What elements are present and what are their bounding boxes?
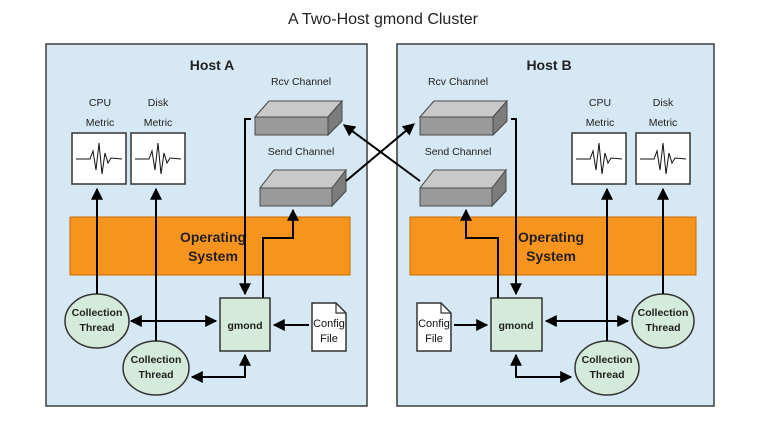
host-b-rcv-channel-label: Rcv Channel bbox=[428, 76, 488, 88]
host-b-collection-thread-1-label-2: Thread bbox=[645, 322, 680, 334]
host-a: Host A CPU Metric Disk Metric Rcv Channe… bbox=[45, 43, 368, 407]
host-a-send-channel-label: Send Channel bbox=[268, 146, 335, 158]
host-b-cpu-metric-label-2: Metric bbox=[586, 117, 615, 129]
host-b-disk-metric-label-2: Metric bbox=[649, 117, 678, 129]
host-a-config-file-label-1: Config bbox=[313, 318, 345, 330]
host-b-cpu-metric: CPU Metric bbox=[571, 97, 627, 185]
host-a-collection-thread-2 bbox=[122, 340, 190, 396]
host-a-edge-rcv-to-gmond bbox=[239, 118, 251, 296]
host-b-gmond-label: gmond bbox=[499, 320, 534, 332]
host-b-disk-metric: Disk Metric bbox=[635, 97, 691, 185]
host-b-os-label-2: System bbox=[526, 248, 576, 264]
host-b-edge-thread2-gmond bbox=[510, 353, 573, 383]
host-b-gmond bbox=[490, 297, 543, 352]
host-b-config-file-label-1: Config bbox=[418, 318, 450, 330]
host-b-cpu-waveform-icon bbox=[576, 142, 623, 175]
host-a-disk-metric-label-2: Metric bbox=[144, 117, 173, 129]
host-a-os-label-1: Operating bbox=[180, 229, 246, 245]
host-a-send-channel bbox=[258, 168, 348, 208]
host-a-title: Host A bbox=[190, 57, 235, 73]
host-b-collection-thread-2-label-1: Collection bbox=[582, 354, 633, 366]
host-a-collection-thread-1-label-2: Thread bbox=[79, 322, 114, 334]
host-b-collection-thread-2-label-2: Thread bbox=[589, 369, 624, 381]
host-b-operating-system bbox=[409, 216, 697, 276]
host-a-disk-metric-label-1: Disk bbox=[148, 97, 169, 109]
host-a-rcv-channel bbox=[253, 99, 344, 137]
host-b-os-label-1: Operating bbox=[518, 229, 584, 245]
host-b-edge-gmond-to-send bbox=[460, 208, 499, 298]
host-a-cpu-metric-label-2: Metric bbox=[86, 117, 115, 129]
host-a-config-file-label-2: File bbox=[320, 333, 338, 345]
host-a-config-file-icon bbox=[311, 302, 347, 352]
host-a-gmond bbox=[219, 297, 271, 352]
host-a-edge-thread2-gmond bbox=[190, 353, 251, 383]
host-a-collection-thread-2-label-1: Collection bbox=[131, 354, 182, 366]
host-a-disk-metric: Disk Metric bbox=[130, 97, 186, 185]
host-b-rcv-channel bbox=[418, 99, 509, 137]
host-b-send-channel-label: Send Channel bbox=[425, 146, 492, 158]
host-b-collection-thread-1-label-1: Collection bbox=[638, 307, 689, 319]
host-a-rcv-channel-label: Rcv Channel bbox=[271, 76, 331, 88]
host-a-os-label-2: System bbox=[188, 248, 238, 264]
diagram-title: A Two-Host gmond Cluster bbox=[288, 11, 479, 28]
host-b-edge-rcv-to-gmond bbox=[510, 118, 522, 296]
host-a-collection-thread-2-label-2: Thread bbox=[138, 369, 173, 381]
host-a-edge-gmond-to-send bbox=[262, 208, 299, 298]
host-a-cpu-metric-label-1: CPU bbox=[89, 97, 111, 109]
host-a-cpu-waveform-icon bbox=[76, 142, 123, 175]
host-b-config-file-label-2: File bbox=[425, 333, 443, 345]
host-b-title: Host B bbox=[526, 57, 571, 73]
host-b-collection-thread-2 bbox=[574, 340, 640, 396]
host-a-operating-system bbox=[69, 216, 351, 276]
edge-host-b-send-to-host-a-rcv bbox=[343, 124, 421, 182]
host-b-cpu-metric-label-1: CPU bbox=[589, 97, 611, 109]
host-a-gmond-label: gmond bbox=[228, 320, 263, 332]
host-b-collection-thread-1 bbox=[631, 293, 695, 349]
host-b-disk-waveform-icon bbox=[640, 142, 687, 175]
host-a-collection-thread-1 bbox=[64, 293, 130, 349]
host-b-send-channel bbox=[418, 168, 508, 208]
host-b: Host B Rcv Channel Send Channel CPU Metr… bbox=[396, 43, 715, 407]
host-b-config-file-icon bbox=[416, 302, 452, 352]
host-a-disk-waveform-icon bbox=[135, 142, 182, 175]
host-a-cpu-metric: CPU Metric bbox=[71, 97, 127, 185]
host-a-collection-thread-1-label-1: Collection bbox=[72, 307, 123, 319]
host-b-disk-metric-label-1: Disk bbox=[653, 97, 674, 109]
